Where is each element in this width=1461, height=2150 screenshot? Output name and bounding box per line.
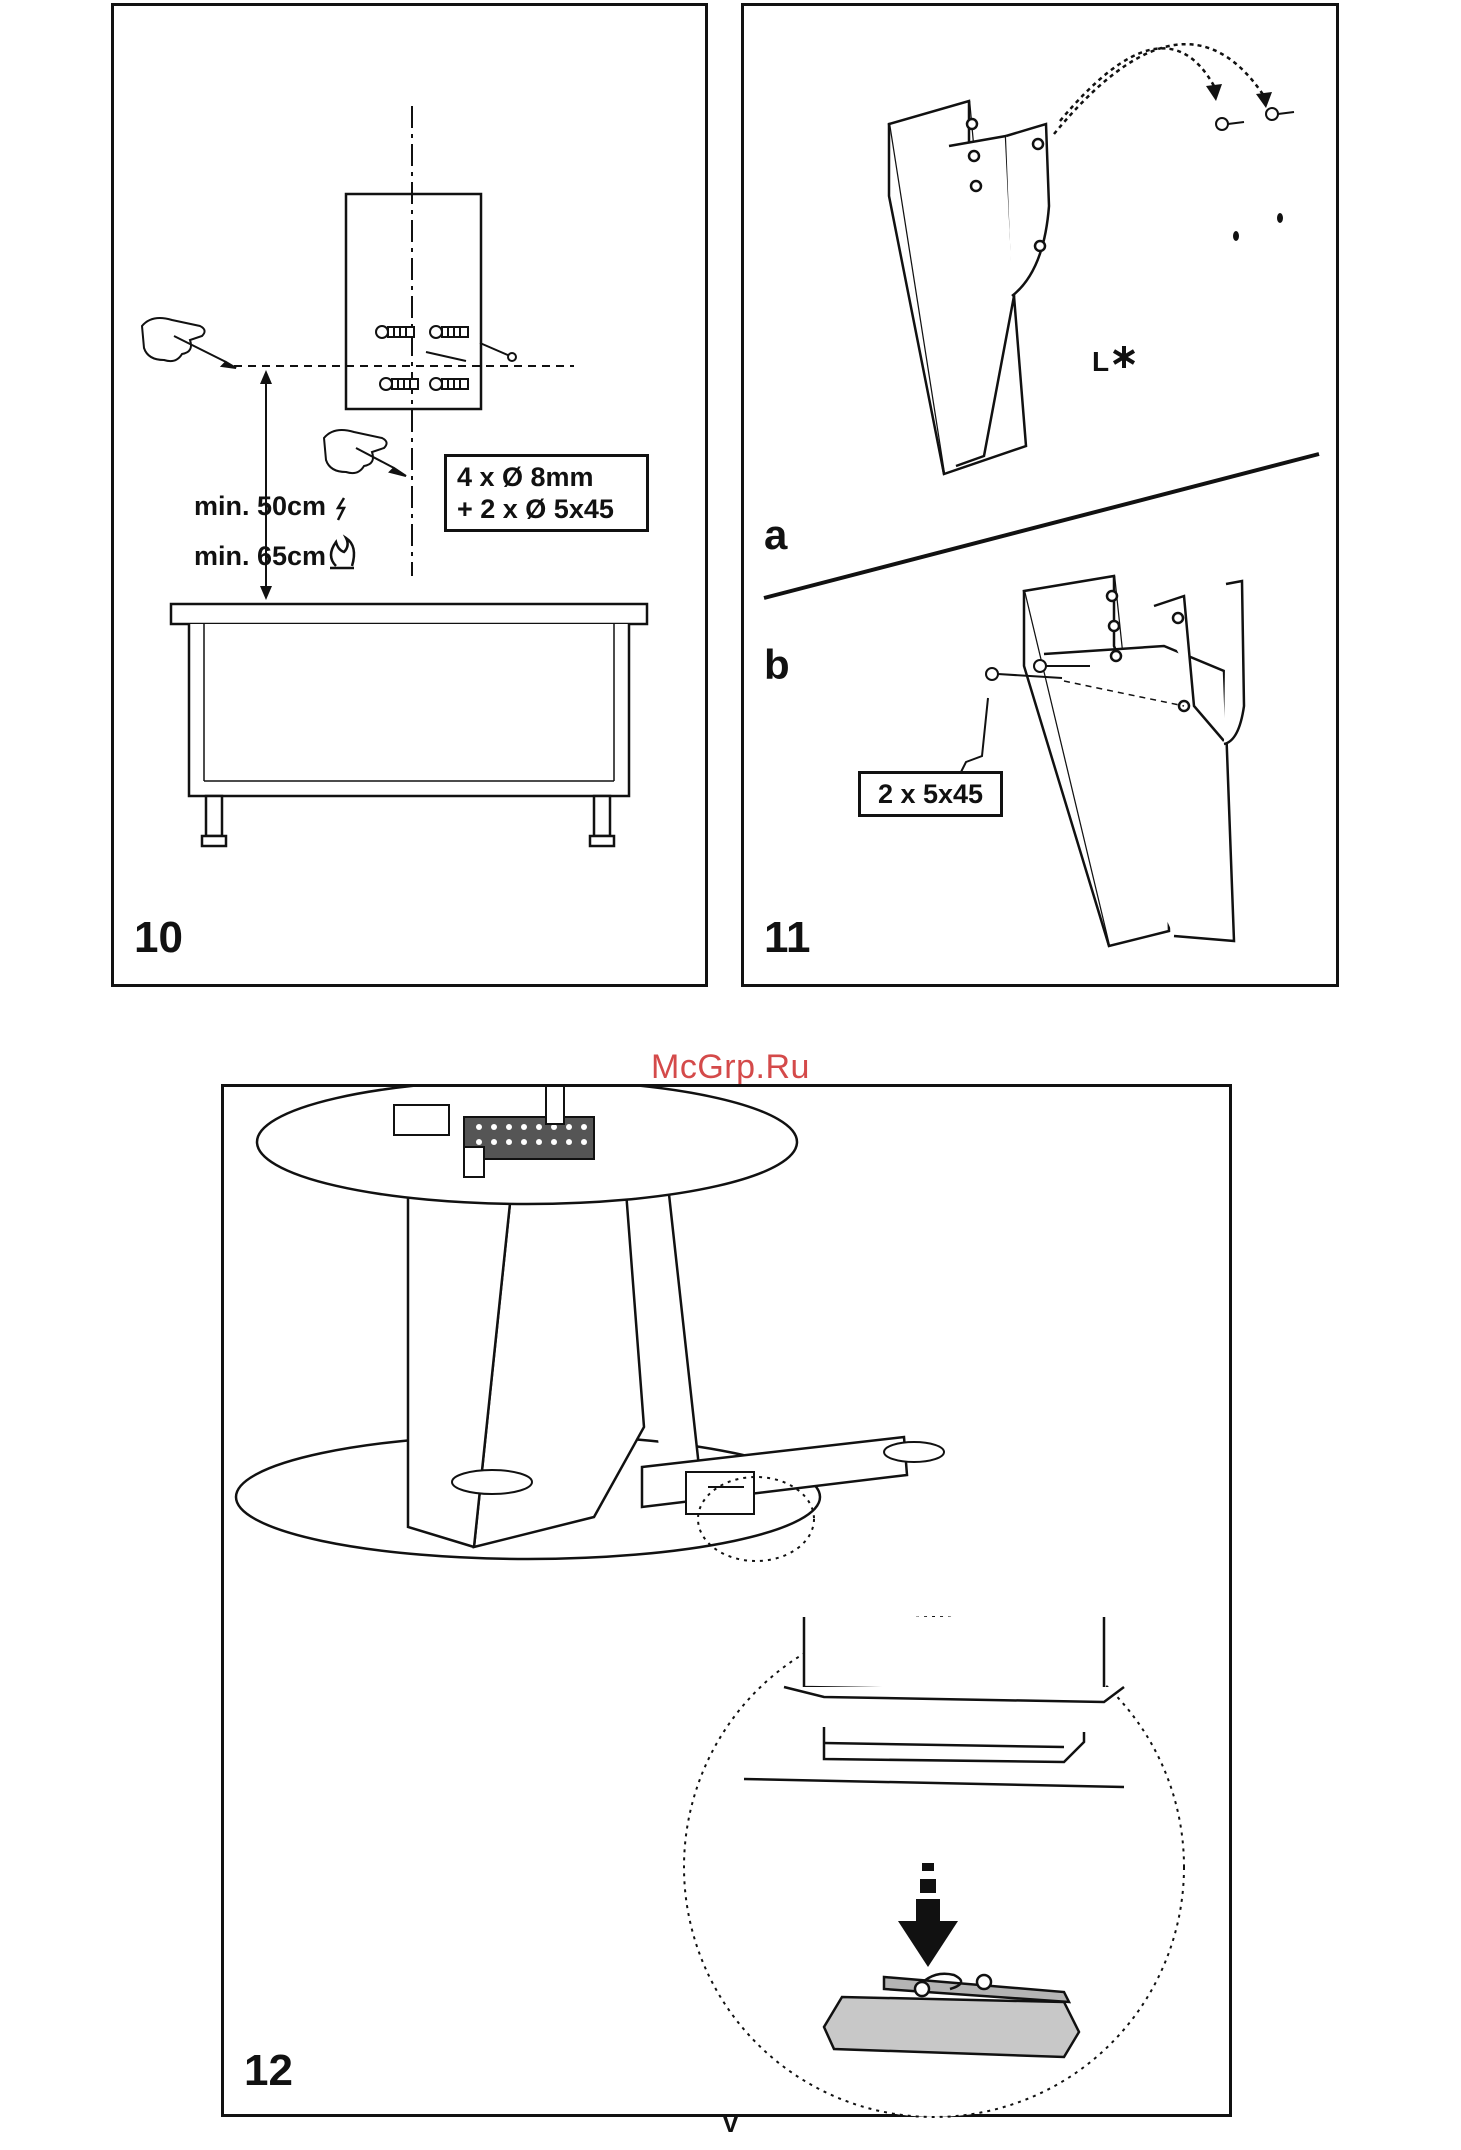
panel-11: L a b 2 x 5x45 11 (741, 3, 1339, 987)
fixings-line-1: 4 x Ø 8mm (457, 461, 636, 493)
panel-11-drawing (744, 6, 1342, 990)
step-number-10: 10 (134, 916, 183, 960)
fixings-label-box: 4 x Ø 8mm + 2 x Ø 5x45 (444, 454, 649, 532)
gas-flame-icon (330, 538, 354, 568)
panel-12-drawing (224, 1087, 1235, 2120)
bracket-b (1024, 576, 1244, 946)
screw-icon (1216, 108, 1294, 130)
sub-step-b: b (764, 641, 790, 689)
panel-10: 4 x Ø 8mm + 2 x Ø 5x45 min. 50cm min. 65… (111, 3, 708, 987)
screws-label-box: 2 x 5x45 (858, 771, 1003, 817)
min-distance-gas: min. 65cm (194, 541, 326, 572)
page-number: V (0, 2108, 1461, 2139)
pencil-hand-icon (142, 318, 236, 368)
sub-step-a: a (764, 511, 787, 559)
screw-icon (426, 343, 516, 361)
step-number-12: 12 (244, 2049, 293, 2093)
screws-label: 2 x 5x45 (871, 778, 990, 810)
step-number-11: 11 (764, 916, 811, 960)
bracket-label-l: L (1092, 346, 1109, 378)
pencil-hand-icon (324, 430, 406, 476)
fixings-line-2: + 2 x Ø 5x45 (457, 493, 636, 525)
electric-bolt-icon (338, 498, 344, 520)
min-distance-electric: min. 50cm (194, 491, 326, 522)
panel-12: 12 (221, 1084, 1232, 2117)
watermark: McGrp.Ru (0, 1048, 1461, 1087)
bracket-a (889, 101, 1049, 474)
asterisk-icon (1114, 346, 1134, 368)
